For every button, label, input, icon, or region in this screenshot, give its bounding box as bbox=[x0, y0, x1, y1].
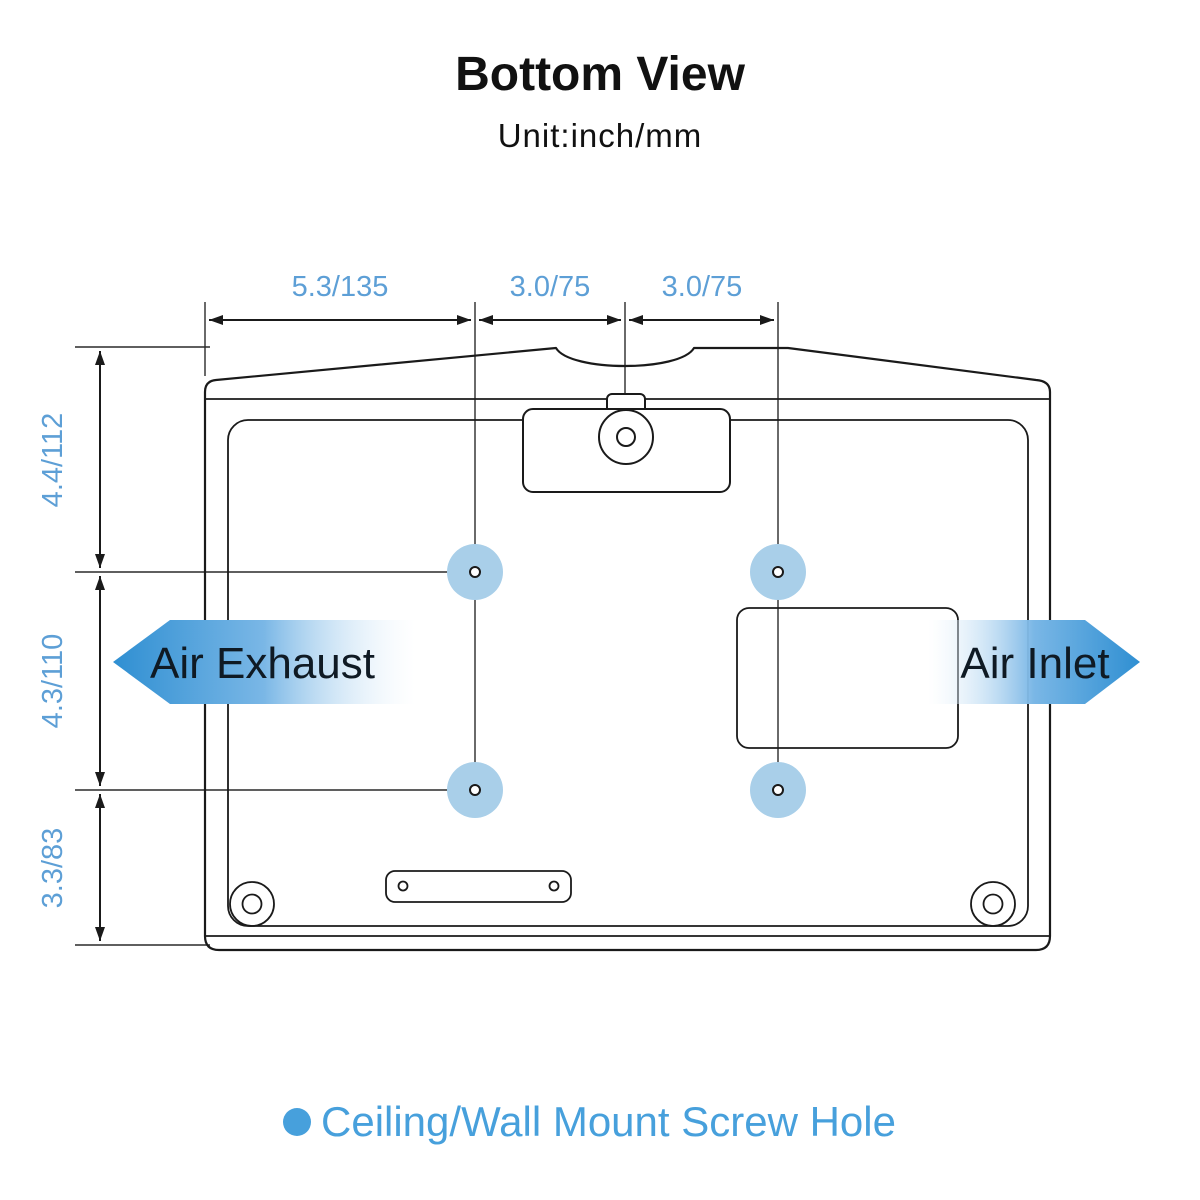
air-inlet-vent-panel bbox=[736, 607, 959, 749]
dim-label-left-2: 4.3/110 bbox=[37, 634, 69, 729]
air-inlet-label: Air Inlet bbox=[960, 639, 1109, 688]
dim-label-top-2: 3.0/75 bbox=[510, 271, 591, 303]
bottom-slot-hole-left bbox=[397, 880, 409, 892]
air-exhaust-callout: Air Exhaust bbox=[113, 620, 415, 704]
bottom-slot bbox=[385, 870, 572, 903]
bottom-slot-hole-right bbox=[548, 880, 560, 892]
screw-hole-dot-icon bbox=[283, 1108, 311, 1136]
front-adjust-wheel-center bbox=[616, 427, 636, 447]
legend: Ceiling/Wall Mount Screw Hole bbox=[283, 1098, 896, 1145]
foot-left-center bbox=[241, 893, 263, 915]
dimension-left: 4.4/112 4.3/110 3.3/83 bbox=[37, 351, 105, 941]
air-inlet-callout: Air Inlet bbox=[928, 620, 1140, 704]
projector-body bbox=[203, 346, 1052, 952]
screw-hole-center bbox=[772, 784, 784, 796]
dim-label-left-1: 4.4/112 bbox=[37, 413, 69, 508]
extension-lines bbox=[75, 302, 779, 946]
unit-subtitle: Unit:inch/mm bbox=[498, 117, 703, 154]
screw-hole-center bbox=[469, 566, 481, 578]
dim-label-left-3: 3.3/83 bbox=[37, 828, 69, 909]
air-inlet-arrow-icon bbox=[928, 620, 1140, 704]
foot-right bbox=[970, 881, 1016, 927]
foot-right-center bbox=[982, 893, 1004, 915]
air-exhaust-arrow-icon bbox=[113, 620, 415, 704]
screw-hole-center bbox=[772, 566, 784, 578]
screw-hole-markers bbox=[447, 544, 806, 818]
dim-label-top-1: 5.3/135 bbox=[292, 271, 389, 303]
page-title: Bottom View bbox=[455, 48, 745, 101]
foot-left bbox=[229, 881, 275, 927]
dim-label-top-3: 3.0/75 bbox=[662, 271, 743, 303]
screw-hole-center bbox=[469, 784, 481, 796]
dimension-top: 5.3/135 3.0/75 3.0/75 bbox=[209, 271, 774, 325]
legend-label: Ceiling/Wall Mount Screw Hole bbox=[321, 1098, 896, 1145]
air-exhaust-label: Air Exhaust bbox=[150, 639, 375, 688]
